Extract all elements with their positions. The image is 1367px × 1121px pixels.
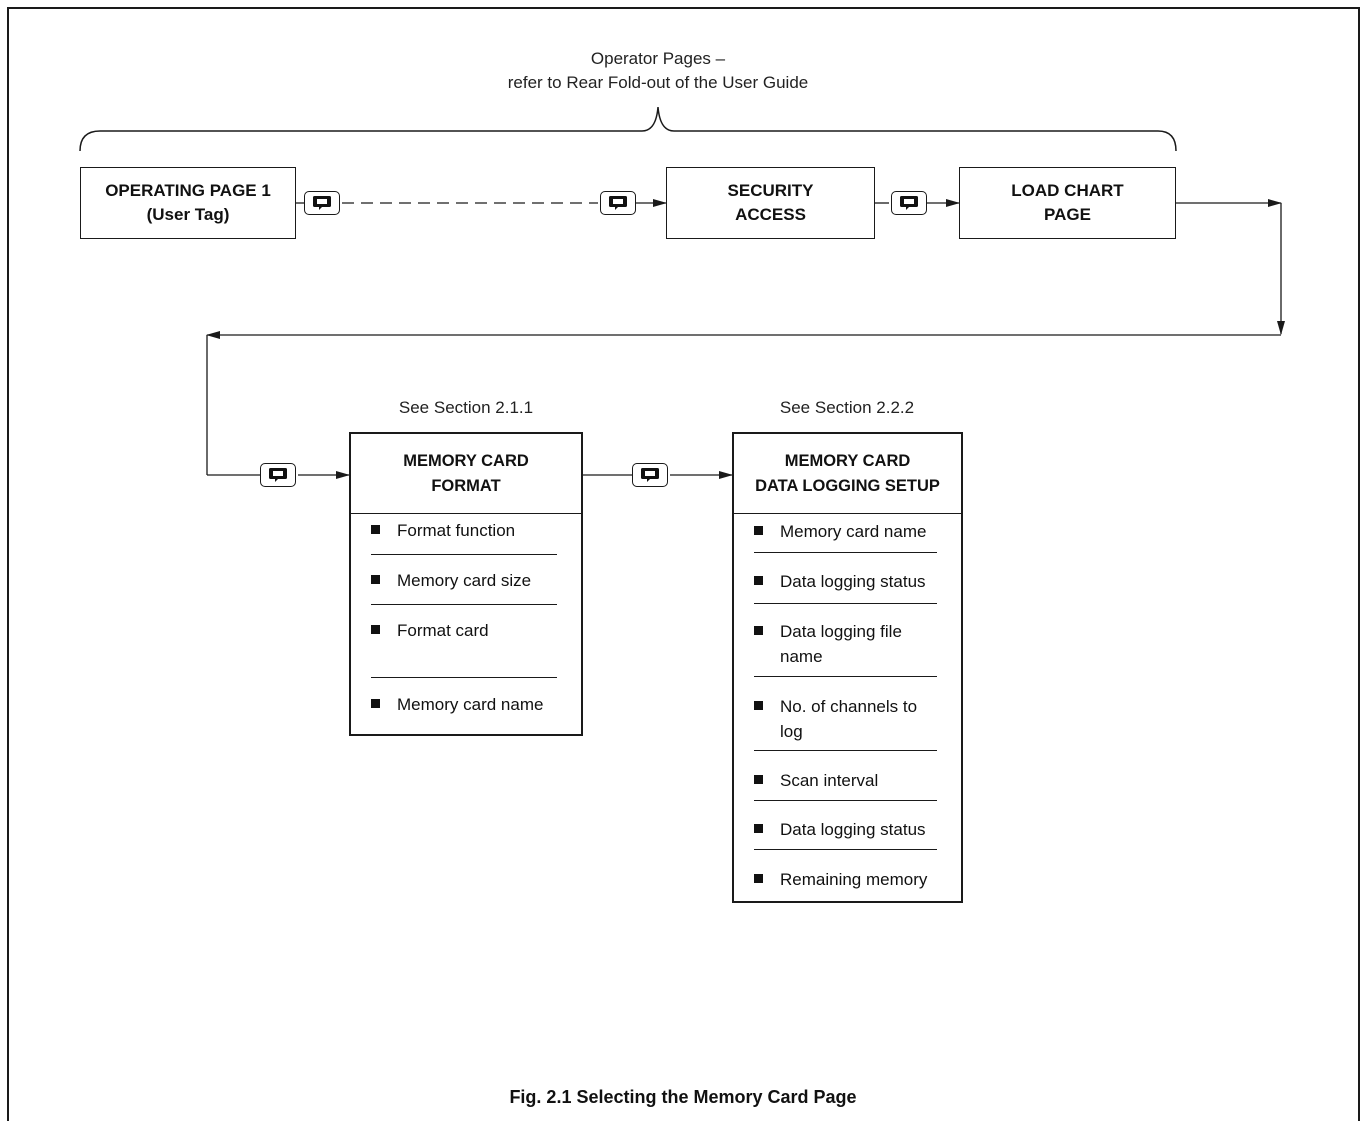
list-item-label-cont: name — [780, 647, 823, 666]
logging-title-1: MEMORY CARD — [784, 451, 911, 470]
list-item-label: Memory card size — [397, 571, 532, 590]
list-item-label: Data logging file — [780, 622, 902, 641]
list-item-label: Memory card name — [397, 695, 544, 714]
square-bullet-icon — [371, 625, 380, 634]
page-advance-key-icon[interactable] — [632, 463, 668, 487]
format-title-1: MEMORY CARD — [403, 451, 529, 470]
square-bullet-icon — [754, 824, 763, 833]
header-line-1: Operator Pages – — [590, 49, 726, 68]
item-separator — [754, 676, 937, 677]
item-separator — [371, 677, 557, 678]
square-bullet-icon — [371, 699, 380, 708]
item-separator — [371, 554, 557, 555]
item-separator — [754, 800, 937, 801]
operator-pages-brace — [79, 106, 1177, 152]
page-advance-key-icon[interactable] — [891, 191, 927, 215]
logging-title-2: DATA LOGGING SETUP — [755, 476, 940, 495]
square-bullet-icon — [754, 576, 763, 585]
item-separator — [754, 603, 937, 604]
list-item-label: Format function — [397, 521, 516, 540]
list-item-label-cont: log — [780, 722, 803, 741]
load-chart-page-box[interactable]: LOAD CHART PAGE — [959, 167, 1176, 239]
security-access-title-2: ACCESS — [735, 205, 806, 224]
list-item-label: Scan interval — [780, 771, 879, 790]
list-item-label: Memory card name — [780, 522, 927, 541]
memory-card-logging-panel[interactable]: MEMORY CARD DATA LOGGING SETUP — [732, 432, 963, 903]
list-item-label: Data logging status — [780, 820, 926, 839]
square-bullet-icon — [754, 701, 763, 710]
list-item-label: Format card — [397, 621, 489, 640]
square-bullet-icon — [371, 525, 380, 534]
memory-card-logging-header: MEMORY CARD DATA LOGGING SETUP — [734, 434, 961, 514]
square-bullet-icon — [754, 775, 763, 784]
load-chart-title-1: LOAD CHART — [1011, 181, 1124, 200]
square-bullet-icon — [754, 874, 763, 883]
format-section-ref: See Section 2.1.1 — [398, 398, 534, 417]
square-bullet-icon — [371, 575, 380, 584]
page-advance-key-icon[interactable] — [260, 463, 296, 487]
memory-card-format-header: MEMORY CARD FORMAT — [351, 434, 581, 514]
figure-caption: Fig. 2.1 Selecting the Memory Card Page — [509, 1087, 857, 1107]
security-access-title-1: SECURITY — [727, 181, 814, 200]
square-bullet-icon — [754, 526, 763, 535]
logging-section-ref: See Section 2.2.2 — [779, 398, 915, 417]
list-item-label: No. of channels to — [780, 697, 918, 716]
memory-card-format-panel[interactable]: MEMORY CARD FORMAT — [349, 432, 583, 736]
list-item-label: Remaining memory — [780, 870, 928, 889]
operating-page-title: OPERATING PAGE 1 — [105, 181, 271, 200]
square-bullet-icon — [754, 626, 763, 635]
header-line-2: refer to Rear Fold-out of the User Guide — [507, 73, 809, 92]
item-separator — [754, 849, 937, 850]
load-chart-title-2: PAGE — [1044, 205, 1091, 224]
item-separator — [754, 750, 937, 751]
page-advance-key-icon[interactable] — [304, 191, 340, 215]
item-separator — [371, 604, 557, 605]
operating-page-box[interactable]: OPERATING PAGE 1 (User Tag) — [80, 167, 296, 239]
page-border — [7, 7, 1360, 1121]
operating-page-subtitle: (User Tag) — [146, 205, 230, 224]
security-access-box[interactable]: SECURITY ACCESS — [666, 167, 875, 239]
format-title-2: FORMAT — [431, 476, 501, 495]
page-advance-key-icon[interactable] — [600, 191, 636, 215]
item-separator — [754, 552, 937, 553]
list-item-label: Data logging status — [780, 572, 926, 591]
